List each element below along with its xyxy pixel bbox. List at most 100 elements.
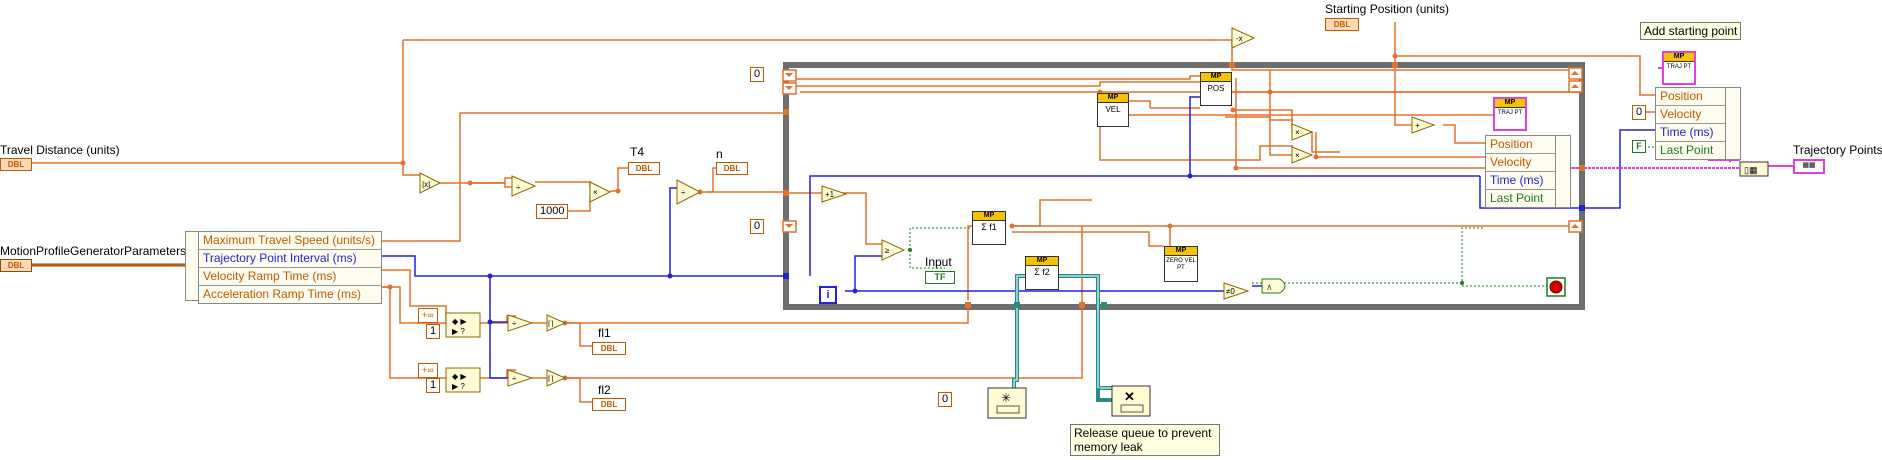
const-false[interactable]: F <box>1632 140 1646 153</box>
increment-function <box>821 185 848 203</box>
release-queue-icon: ✕ <box>1124 389 1135 404</box>
loop-tunnels <box>783 62 1585 308</box>
svg-text:▶ ?: ▶ ? <box>452 327 465 336</box>
svg-text:⌈⌉: ⌈⌉ <box>548 375 554 383</box>
max-function <box>881 239 906 261</box>
t4-label: T4 <box>630 145 645 159</box>
fl1-indicator[interactable]: DBL <box>592 342 626 355</box>
n-indicator[interactable]: DBL <box>716 162 748 175</box>
trajectory-points-label: Trajectory Points <box>1793 143 1882 157</box>
bundle-inner-time[interactable]: Time (ms) <box>1486 172 1556 190</box>
input-label: Input <box>925 255 952 269</box>
t4-indicator[interactable]: DBL <box>628 162 660 175</box>
build-array[interactable] <box>1739 161 1769 177</box>
subvi-sum-f1-header: MP <box>973 212 1005 221</box>
divide-fl2 <box>507 369 534 387</box>
stop-icon <box>1549 280 1563 294</box>
const-plus-inf-1[interactable]: +∞ <box>418 308 438 323</box>
bundle-inner[interactable]: Position Velocity Time (ms) Last Point <box>1485 135 1557 208</box>
release-queue[interactable] <box>1111 385 1151 417</box>
starting-position-control[interactable]: DBL <box>1325 18 1359 31</box>
bundle-outer-velocity[interactable]: Velocity <box>1656 106 1726 124</box>
round-blocks[interactable] <box>546 314 567 387</box>
unbundle-row-velocity-ramp[interactable]: Velocity Ramp Time (ms) <box>199 268 381 286</box>
ceil-fl2 <box>546 369 567 387</box>
svg-text:×: × <box>1295 128 1300 137</box>
fl2-label: fl2 <box>598 383 611 397</box>
const-plus-inf-2[interactable]: +∞ <box>418 363 438 378</box>
subvi-zero-header: MP <box>1165 247 1197 256</box>
n-label: n <box>716 147 723 161</box>
numeric-functions[interactable] <box>419 27 1436 387</box>
subvi-traj-pt-inner[interactable]: MP TRAJ PT <box>1493 97 1527 131</box>
const-zero-2[interactable]: 0 <box>750 219 765 234</box>
subvi-pos[interactable]: MP POS <box>1200 72 1232 106</box>
subvi-zero-body: ZERO VEL PT <box>1166 258 1196 271</box>
orange-wires <box>32 22 1655 403</box>
wire-junctions-green <box>908 248 1464 285</box>
iteration-terminal[interactable]: i <box>819 286 837 304</box>
unbundle-row-accel-ramp[interactable]: Acceleration Ramp Time (ms) <box>203 287 362 301</box>
subvi-zero-vel-pt[interactable]: MP ZERO VEL PT <box>1164 246 1198 282</box>
params-label: MotionProfileGeneratorParameters <box>0 244 187 258</box>
subvi-traj1-body: TRAJ PT <box>1497 110 1523 116</box>
ceil-fl1 <box>546 314 567 332</box>
max-min-1 <box>445 312 481 338</box>
subvi-sum-f2-header: MP <box>1026 257 1058 266</box>
bundle-outer-last-point[interactable]: Last Point <box>1660 143 1714 157</box>
const-one-2[interactable]: 1 <box>426 378 441 393</box>
svg-text:-x: -x <box>1236 34 1243 43</box>
numeric-glyphs: |x| ÷ × ÷ +1 ≥ ÷ ÷ × × + ≠0 -x <box>422 34 1420 383</box>
const-zero-velocity[interactable]: 0 <box>1632 105 1647 120</box>
subvi-vel-header: MP <box>1098 94 1128 103</box>
subvi-pos-body: POS <box>1207 84 1225 93</box>
maxmin-blocks[interactable] <box>445 312 481 393</box>
subvi-sum-f2[interactable]: MP Σ f2 <box>1025 256 1059 290</box>
subvi-traj2-header: MP <box>1664 53 1694 62</box>
while-loop-frame[interactable] <box>783 62 1585 310</box>
obtain-queue-icon: ✳ <box>1001 391 1011 405</box>
travel-distance-control[interactable]: DBL <box>0 158 32 171</box>
divide-function-2 <box>676 179 702 205</box>
fl2-indicator[interactable]: DBL <box>592 398 626 411</box>
bundle-inner-handle[interactable] <box>1555 135 1571 208</box>
bundle-outer[interactable]: Position Velocity Time (ms) Last Point <box>1655 87 1727 160</box>
unbundle-row-point-interval[interactable]: Trajectory Point Interval (ms) <box>199 250 381 268</box>
subvi-traj-pt-outer[interactable]: MP TRAJ PT <box>1662 51 1696 85</box>
wire-junctions-blue <box>487 173 1193 325</box>
trajectory-points-icon: ▦▦ <box>1802 162 1816 169</box>
abs-function <box>419 172 442 194</box>
svg-text:+1: +1 <box>825 190 835 199</box>
svg-text:◆ ▶: ◆ ▶ <box>452 317 467 326</box>
bundle-inner-position[interactable]: Position <box>1486 136 1556 154</box>
unbundle-row-max-speed[interactable]: Maximum Travel Speed (units/s) <box>199 232 381 250</box>
trajectory-points-indicator[interactable]: ▦▦ <box>1793 159 1825 174</box>
bundle-inner-last-point[interactable]: Last Point <box>1490 191 1544 205</box>
svg-text:×: × <box>1295 151 1300 160</box>
and-gate[interactable] <box>1261 278 1286 294</box>
starting-position-label: Starting Position (units) <box>1325 2 1450 16</box>
subvi-sum-f1[interactable]: MP Σ f1 <box>972 211 1006 245</box>
params-control[interactable]: DBL <box>0 259 32 272</box>
svg-text:+: + <box>1415 121 1420 130</box>
const-1000[interactable]: 1000 <box>536 204 569 219</box>
round-glyphs: ⌈⌉ ⌈⌉ <box>548 320 554 383</box>
unbundle-by-name[interactable]: Maximum Travel Speed (units/s) Trajector… <box>198 231 382 304</box>
bundle-outer-handle[interactable] <box>1725 87 1741 160</box>
bundle-outer-time[interactable]: Time (ms) <box>1656 124 1726 142</box>
svg-text:×: × <box>593 188 598 197</box>
const-zero-1[interactable]: 0 <box>750 67 765 82</box>
queue-glyph-obtain <box>996 405 1020 414</box>
const-one-1[interactable]: 1 <box>426 324 441 339</box>
subvi-vel[interactable]: MP VEL <box>1097 93 1129 127</box>
bundle-inner-velocity[interactable]: Velocity <box>1486 154 1556 172</box>
subvi-traj1-header: MP <box>1495 99 1525 108</box>
queue-wires <box>1012 274 1112 402</box>
bundle-outer-position[interactable]: Position <box>1656 88 1726 106</box>
input-indicator[interactable]: TF <box>925 271 955 284</box>
comment-release-queue: Release queue to prevent memory leak <box>1070 424 1220 456</box>
const-zero-queue[interactable]: 0 <box>938 392 953 407</box>
svg-text:≥: ≥ <box>885 246 890 255</box>
shift-registers <box>782 67 1583 233</box>
